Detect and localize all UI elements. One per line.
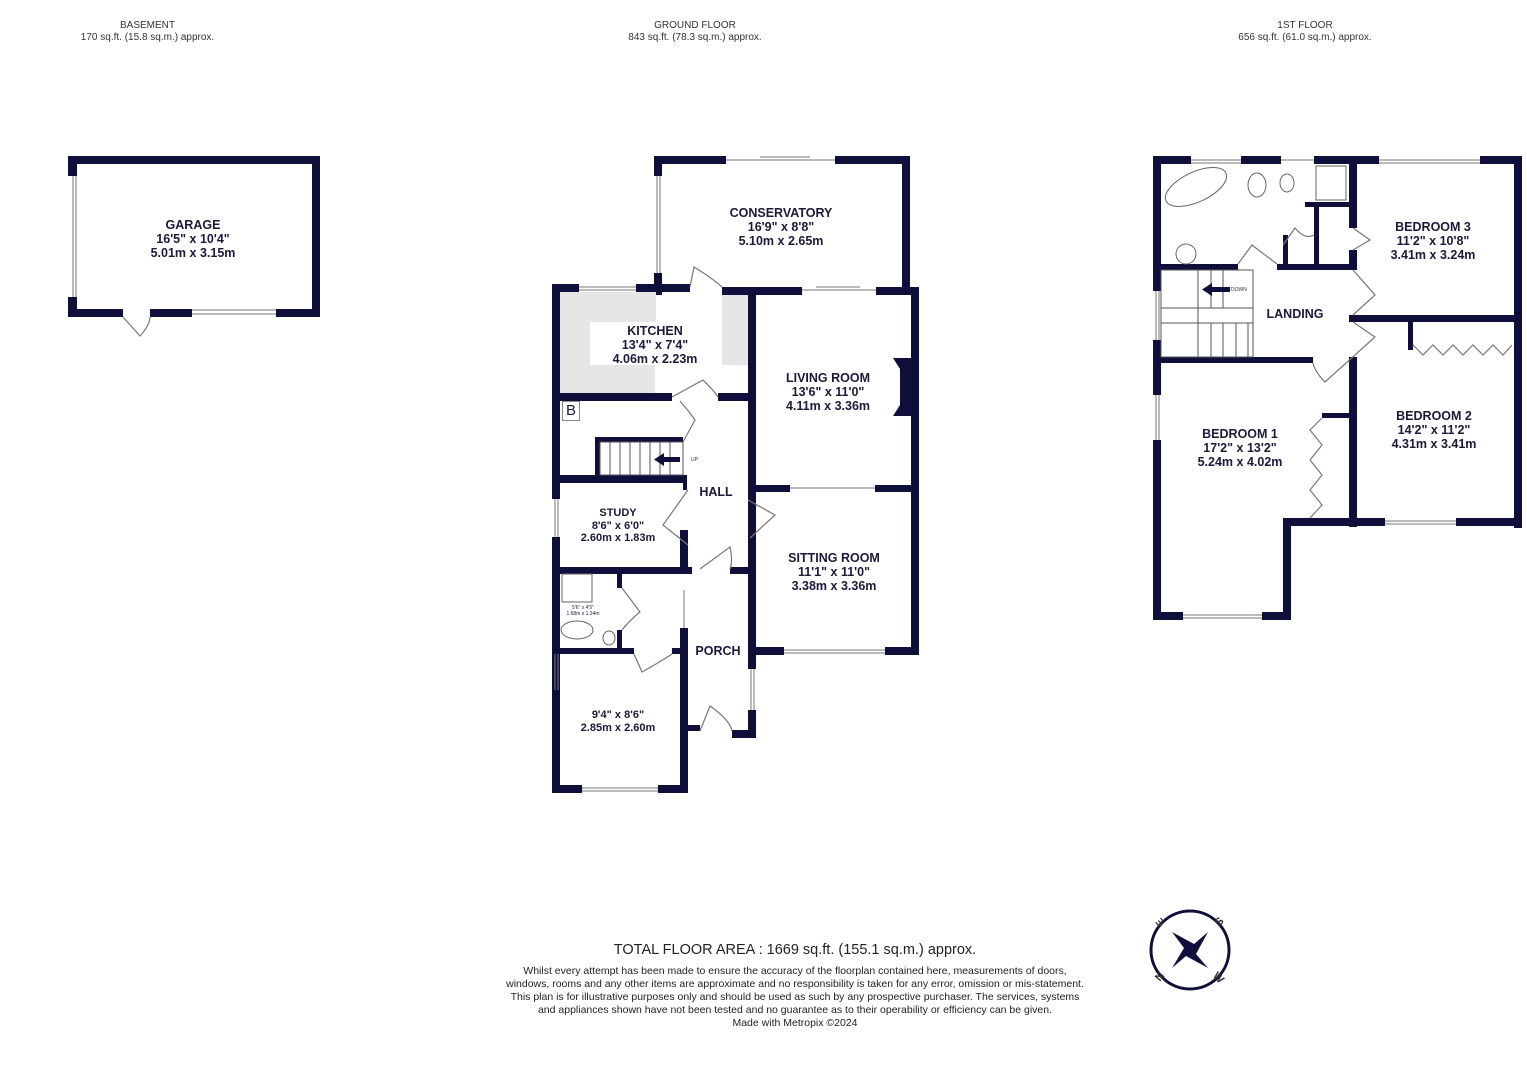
ground-floor-title: GROUND FLOOR [654,20,736,31]
room-garage[interactable]: GARAGE 16'5" x 10'4" 5.01m x 3.15m [151,218,236,260]
room-wc[interactable]: 5'6" x 4'5" 1.68m x 1.34m [566,605,599,617]
room-metric: 5.24m x 4.02m [1197,455,1283,469]
windows [72,156,1480,792]
stairs-down-label: DOWN [1231,287,1247,293]
total-floor-area: TOTAL FLOOR AREA : 1669 sq.ft. (155.1 sq… [613,942,977,958]
room-metric: 4.11m x 3.36m [785,399,871,413]
room-bedroom-1[interactable]: BEDROOM 1 17'2" x 13'2" 5.24m x 4.02m [1198,427,1283,469]
room-porch[interactable]: PORCH [695,644,740,658]
room-conservatory[interactable]: CONSERVATORY 16'9" x 8'8" 5.10m x 2.65m [730,206,833,248]
room-metric: 4.31m x 3.41m [1391,437,1477,451]
ground-floor-heading: GROUND FLOOR 843 sq.ft. (78.3 sq.m.) app… [610,20,780,44]
first-floor-area: 656 sq.ft. (61.0 sq.m.) approx. [1238,32,1372,43]
room-name: BEDROOM 2 [1396,409,1472,423]
room-bedroom-3[interactable]: BEDROOM 3 11'2" x 10'8" 3.41m x 3.24m [1391,220,1476,262]
room-metric: 1.68m x 1.34m [566,611,600,617]
disclaimer-text: Whilst every attempt has been made to en… [506,965,1084,1016]
first-floor-heading: 1ST FLOOR 656 sq.ft. (61.0 sq.m.) approx… [1220,20,1390,44]
room-metric: 2.60m x 1.83m [580,532,656,544]
basement-area: 170 sq.ft. (15.8 sq.m.) approx. [80,32,215,43]
room-living-room[interactable]: LIVING ROOM 13'6" x 11'0" 4.11m x 3.36m [786,371,870,413]
room-study[interactable]: STUDY 8'6" x 6'0" 2.60m x 1.83m [581,507,656,545]
boiler-marker: B [562,401,580,421]
room-hall[interactable]: HALL [699,485,732,499]
kitchen-worktops [560,292,748,393]
door-swings [122,227,1513,732]
room-imperial: 13'4" x 7'4" [621,338,689,352]
room-metric: 3.41m x 3.24m [1390,248,1476,262]
room-metric: 5.01m x 3.15m [150,246,236,260]
room-metric: 3.38m x 3.36m [791,579,877,593]
room-name: SITTING ROOM [788,551,880,565]
room-imperial: 11'1" x 11'0" [797,565,871,579]
first-floor-title: 1ST FLOOR [1277,20,1333,31]
sanitaryware [560,165,1347,646]
compass-icon [1149,909,1231,991]
room-name: KITCHEN [627,324,683,338]
room-sitting-room[interactable]: SITTING ROOM 11'1" x 11'0" 3.38m x 3.36m [788,551,880,593]
room-metric: 5.10m x 2.65m [738,234,824,248]
room-imperial: 11'2" x 10'8" [1396,234,1470,248]
room-imperial: 14'2" x 11'2" [1397,423,1471,437]
room-imperial: 5'6" x 4'5" [572,605,594,611]
room-name: BEDROOM 3 [1395,220,1471,234]
room-imperial: 16'9" x 8'8" [747,220,815,234]
room-name: LANDING [1266,307,1324,321]
credit: Made with Metropix ©2024 [732,1017,858,1029]
basement-title: BASEMENT [119,20,175,31]
stairs-up-label: UP [691,457,698,463]
room-name: STUDY [599,507,637,519]
basement-heading: BASEMENT 170 sq.ft. (15.8 sq.m.) approx. [60,20,235,44]
room-metric: 2.85m x 2.60m [580,721,656,734]
room-name: PORCH [695,644,741,658]
room-name: BEDROOM 1 [1202,427,1278,441]
room-imperial: 16'5" x 10'4" [156,232,230,246]
ground-floor-area: 843 sq.ft. (78.3 sq.m.) approx. [628,32,762,43]
disclaimer: Whilst every attempt has been made to en… [505,965,1085,1030]
walls [68,156,1522,793]
room-kitchen[interactable]: KITCHEN 13'4" x 7'4" 4.06m x 2.23m [613,324,698,366]
room-name: HALL [699,485,733,499]
room-landing[interactable]: LANDING [1267,307,1324,321]
room-front-room[interactable]: 9'4" x 8'6" 2.85m x 2.60m [581,709,656,734]
room-bedroom-2[interactable]: BEDROOM 2 14'2" x 11'2" 4.31m x 3.41m [1392,409,1477,451]
room-imperial: 9'4" x 8'6" [591,709,645,721]
room-imperial: 17'2" x 13'2" [1203,441,1277,455]
stair-arrows [654,283,1230,466]
room-metric: 4.06m x 2.23m [612,352,698,366]
room-imperial: 13'6" x 11'0" [791,385,865,399]
room-name: GARAGE [165,218,221,232]
room-name: CONSERVATORY [729,206,833,220]
room-name: LIVING ROOM [785,371,871,385]
room-imperial: 8'6" x 6'0" [591,519,645,532]
